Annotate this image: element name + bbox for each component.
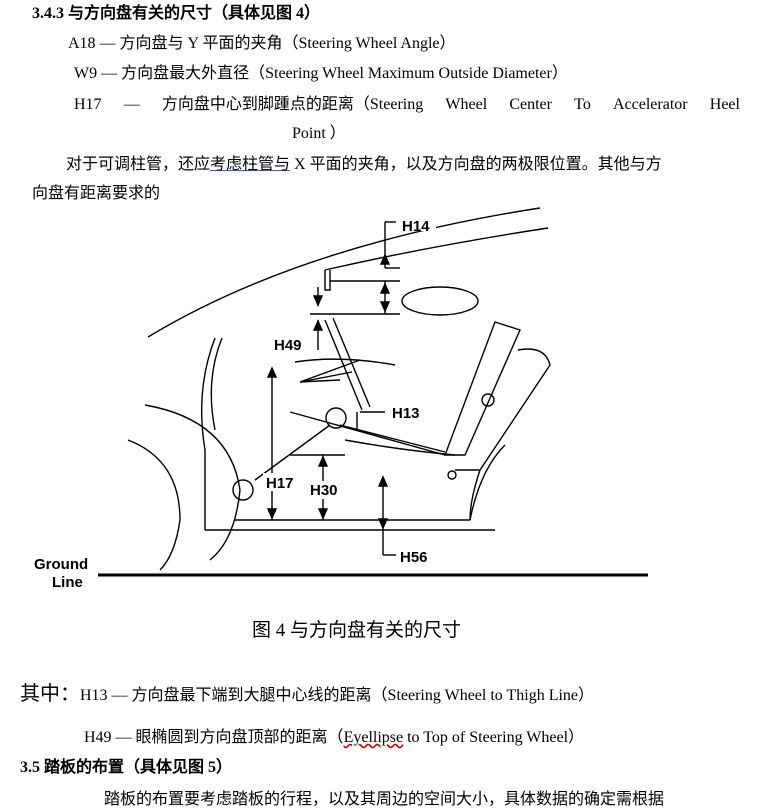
h17-word: H17 xyxy=(74,96,102,113)
label-h14: H14 xyxy=(402,218,430,235)
note-h13: 其中：H13 — 方向盘最下端到大腿中心线的距离（Steering Wheel … xyxy=(20,682,594,708)
arrowhead xyxy=(379,253,391,265)
label-backdrop xyxy=(263,473,303,491)
h17-word: To xyxy=(574,96,591,113)
h17-word: — xyxy=(123,96,140,113)
paragraph-pedal-layout: 踏板的布置要考虑踏板的行程，以及其周边的空间大小，具体数据的确定需根据 xyxy=(104,791,665,808)
label-h13: H13 xyxy=(392,405,420,422)
figure-caption: 图 4 与方向盘有关的尺寸 xyxy=(252,620,462,641)
arrowhead xyxy=(379,301,391,313)
h17-word: Heel xyxy=(709,96,740,113)
arrowhead xyxy=(266,366,278,378)
lower-leg xyxy=(254,424,331,481)
note-h49-text: H49 — 眼椭圆到方向盘顶部的距离（ xyxy=(84,729,344,746)
sight-lines xyxy=(299,359,361,383)
seat-back xyxy=(455,348,551,471)
seat-back-frame xyxy=(443,321,521,456)
h17-word: Wheel xyxy=(445,96,488,113)
label-h49: H49 xyxy=(274,337,302,354)
label-h30: H30 xyxy=(310,482,338,499)
roof-bracket xyxy=(324,270,331,291)
arrowhead xyxy=(377,475,389,487)
arrowhead xyxy=(312,319,324,331)
wheel-top-arc xyxy=(294,358,396,366)
arrowhead xyxy=(317,455,329,467)
cushion-line xyxy=(344,439,456,456)
paragraph-text: 对于可调柱管，还应 xyxy=(66,156,211,173)
knee-point xyxy=(325,407,347,429)
label-h56: H56 xyxy=(400,549,428,566)
dashboard-inner-line xyxy=(210,337,223,431)
paragraph-line-2: 向盘有距离要求的 xyxy=(32,185,161,202)
arrowhead xyxy=(312,295,324,307)
windshield-line xyxy=(147,207,541,338)
note-h13-text: H13 — 方向盘最下端到大腿中心线的距离（Steering Wheel to … xyxy=(80,687,595,704)
note-h49-text: to Top of Steering Wheel） xyxy=(403,729,585,746)
h17-word: Accelerator xyxy=(612,96,688,113)
note-h49: H49 — 眼椭圆到方向盘顶部的距离（Eyellipse to Top of S… xyxy=(84,728,584,748)
label-backdrop xyxy=(306,481,346,499)
arrowhead xyxy=(377,518,389,530)
dashboard-line xyxy=(200,337,216,530)
wheel-arch-inner xyxy=(127,439,181,571)
label-ground-line: Line xyxy=(52,574,83,591)
rear-seat-line xyxy=(469,444,506,521)
arrowhead xyxy=(317,508,329,520)
steering-wheel-dimension-figure: H14 H49 H13 H17 H30 H56 Ground Line xyxy=(34,207,648,591)
label-h17: H17 xyxy=(266,475,294,492)
eyellipse xyxy=(401,286,479,316)
h17-word: Center xyxy=(509,96,552,113)
h17-definition-continued: Point ） xyxy=(292,125,346,142)
arrowhead xyxy=(266,508,278,520)
spellcheck-word[interactable]: Eyellipse xyxy=(343,729,404,746)
a18-definition: A18 — 方向盘与 Y 平面的夹角（Steering Wheel Angle） xyxy=(68,35,456,52)
w9-definition: W9 — 方向盘最大外直径（Steering Wheel Maximum Out… xyxy=(74,65,568,82)
section-3-4-3-title: 3.4.3 与方向盘有关的尺寸（具体见图 4） xyxy=(32,5,321,22)
thigh-line xyxy=(289,411,446,456)
label-ground: Ground xyxy=(34,556,88,573)
paragraph-text: X 平面的夹角，以及方向盘的两极限位置。其他与方 xyxy=(290,156,662,173)
arrowhead xyxy=(379,282,391,294)
wheel-arch xyxy=(144,404,241,561)
heel-point xyxy=(232,479,254,501)
section-3-5-title: 3.5 踏板的布置（具体见图 5） xyxy=(20,759,233,776)
paragraph-adjustable-column: 对于可调柱管，还应考虑柱管与 X 平面的夹角，以及方向盘的两极限位置。其他与方 xyxy=(66,155,662,175)
h17-word: 方向盘中心到脚踵点的距离（Steering xyxy=(161,96,424,113)
note-prefix: 其中： xyxy=(20,683,80,705)
label-backdrop xyxy=(396,215,436,231)
seat-mechanism xyxy=(481,393,495,407)
h17-definition: H17 — 方向盘中心到脚踵点的距离（Steering Wheel Center… xyxy=(74,95,740,115)
roof-inner-line xyxy=(324,227,549,271)
seat-point xyxy=(447,470,457,480)
tracked-change-link[interactable]: 考虑柱管与 xyxy=(210,156,291,173)
